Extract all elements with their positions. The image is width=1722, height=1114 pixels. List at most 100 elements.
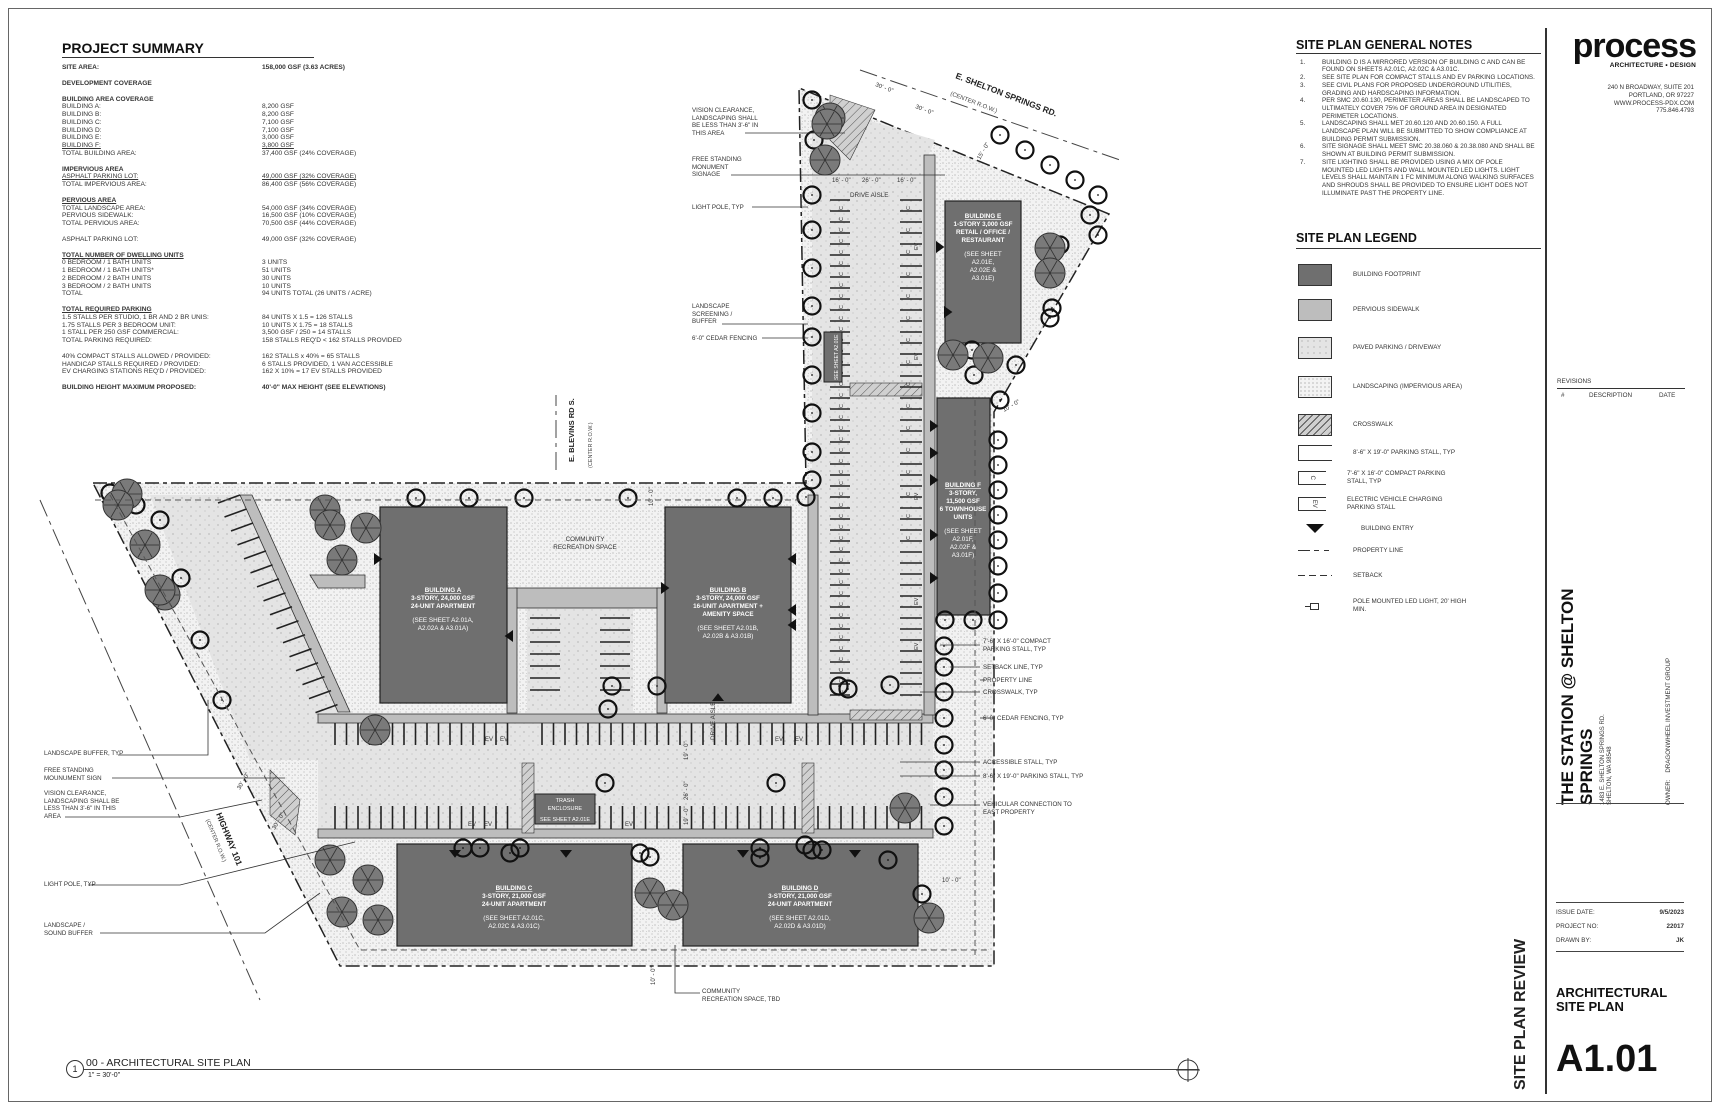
- tree-center: [775, 782, 777, 784]
- tree-center: [1097, 234, 1099, 236]
- canopy-branch: [952, 354, 961, 368]
- building-a-label: A2.02A & A3.01A): [418, 625, 468, 632]
- canopy-branch: [377, 907, 386, 921]
- tree-icon: [988, 480, 1008, 500]
- compact-stall-mark: C: [906, 382, 912, 386]
- compact-stall-mark: C: [839, 591, 845, 595]
- tree-center: [813, 139, 815, 141]
- trash-label: ENCLOSURE: [548, 806, 583, 812]
- compact-stall-mark: C: [839, 635, 845, 639]
- tree-icon: [802, 403, 822, 423]
- tree-center: [607, 708, 609, 710]
- ev-stall-mark: EV: [625, 822, 633, 828]
- note-text: PER SMC 20.60.130, PERIMETER AREAS SHALL…: [1322, 97, 1530, 120]
- note-number: 2.: [1300, 74, 1306, 82]
- summary-row: BUILDING HEIGHT MAXIMUM PROPOSED:40'-0" …: [62, 384, 432, 392]
- canopy-branch: [322, 512, 331, 526]
- summary-row: 1 STALL PER 250 GSF COMMERCIAL:3,500 GSF…: [62, 329, 432, 337]
- legend-title: SITE PLAN LEGEND: [1296, 231, 1541, 249]
- building-e-footprint: [944, 200, 1022, 344]
- building-e-label: RESTAURANT: [962, 237, 1005, 244]
- canopy-branch: [819, 123, 828, 137]
- compact-stall-mark: C: [839, 305, 845, 309]
- summary-value: 10 UNITS X 1.75 = 18 STALLS: [262, 321, 353, 329]
- tree-icon: [766, 773, 786, 793]
- summary-row: BUILDING E:3,000 GSF: [62, 134, 432, 142]
- building-f-label: A2.02F &: [950, 544, 977, 551]
- legend-item-crosswalk: CROSSWALK: [1298, 414, 1473, 436]
- building-a-footprint: [379, 506, 508, 704]
- canopy-branch: [945, 354, 954, 368]
- tree-center: [921, 893, 923, 895]
- canopy-branch: [329, 847, 338, 861]
- canopy-branch: [370, 919, 379, 933]
- summary-label: 0 BEDROOM / 1 BATH UNITS: [62, 259, 152, 267]
- canopy-branch: [329, 859, 338, 873]
- summary-value: 162 STALLS x 40% = 65 STALLS: [262, 352, 360, 360]
- summary-label: TOTAL LANDSCAPE AREA:: [62, 204, 146, 212]
- road-label-shelton-springs: E. SHELTON SPRINGS RD.: [954, 71, 1058, 119]
- tree-center: [759, 857, 761, 859]
- canopy-branch: [987, 357, 996, 371]
- canopy-branch: [672, 892, 681, 906]
- ev-stall-icon: EV: [1298, 496, 1326, 511]
- trees: [100, 90, 1108, 936]
- trash-ref: SEE SHEET A2.01E: [540, 817, 590, 823]
- summary-row: BUILDING D:7,100 GSF: [62, 127, 432, 135]
- summary-label: BUILDING B:: [62, 111, 102, 118]
- tree-icon: [510, 838, 530, 858]
- stall-line: [308, 689, 332, 700]
- canopy-branch: [329, 524, 338, 538]
- building-e-label: A3.01E): [972, 275, 995, 282]
- canopy-branch: [921, 917, 930, 931]
- summary-value: 3 UNITS: [262, 259, 288, 267]
- note-number: 7.: [1300, 158, 1306, 166]
- canopy-branch: [904, 807, 913, 821]
- summary-row: PERVIOUS SIDEWALK:16,500 GSF (10% COVERA…: [62, 212, 432, 220]
- compact-stall-mark: C: [906, 448, 912, 452]
- drawing-number-bubble: 1: [66, 1060, 84, 1078]
- paved-parking-court: [527, 608, 633, 713]
- paved-parking-icon: [1298, 337, 1332, 359]
- tree-icon: [802, 296, 822, 316]
- compact-stall-mark: C: [839, 283, 845, 287]
- tree-icon: [514, 488, 534, 508]
- tree-icon: [829, 676, 849, 696]
- callout-vision-clearance: VISION CLEARANCE, LANDSCAPING SHALL BE L…: [44, 790, 120, 820]
- tree-center: [997, 489, 999, 491]
- tree-center: [656, 685, 658, 687]
- tree-icon: [988, 610, 1008, 630]
- summary-label: TOTAL PERVIOUS AREA:: [62, 220, 140, 227]
- legend-item-building-footprint: BUILDING FOOTPRINT: [1298, 264, 1473, 286]
- tree-center: [604, 782, 606, 784]
- website-link[interactable]: WWW.PROCESS-PDX.COM: [1613, 99, 1694, 107]
- tree-icon: [912, 884, 932, 904]
- tree-center: [479, 847, 481, 849]
- summary-value: 16,500 GSF (10% COVERAGE): [262, 212, 357, 220]
- pervious-sidewalk-icon: [1298, 299, 1332, 321]
- tree-center: [944, 619, 946, 621]
- compact-stall-mark: C: [906, 426, 912, 430]
- canopy-branch: [665, 904, 674, 918]
- note-text: SITE LIGHTING SHALL BE PROVIDED USING A …: [1322, 158, 1534, 197]
- tree-center: [1049, 164, 1051, 166]
- canopy-branch: [365, 515, 374, 529]
- setback-icon: [1298, 575, 1332, 577]
- summary-label: 1 BEDROOM / 1 BATH UNITS*: [62, 267, 154, 274]
- property-line-icon: [1298, 550, 1332, 552]
- tree-center: [811, 99, 813, 101]
- ev-stall-mark: EV: [484, 822, 492, 828]
- compact-stall-mark: C: [839, 470, 845, 474]
- stall-line: [263, 592, 286, 602]
- canopy-branch: [367, 879, 376, 893]
- tree-center: [811, 267, 813, 269]
- tree-icon: [988, 530, 1008, 550]
- tree-icon: [988, 455, 1008, 475]
- tree-icon: [878, 850, 898, 870]
- canopy-branch: [649, 880, 658, 894]
- building-d-label: A2.02D & A3.01D): [774, 923, 825, 930]
- tree-center: [523, 497, 525, 499]
- summary-heading: TOTAL NUMBER OF DWELLING UNITS: [62, 251, 184, 259]
